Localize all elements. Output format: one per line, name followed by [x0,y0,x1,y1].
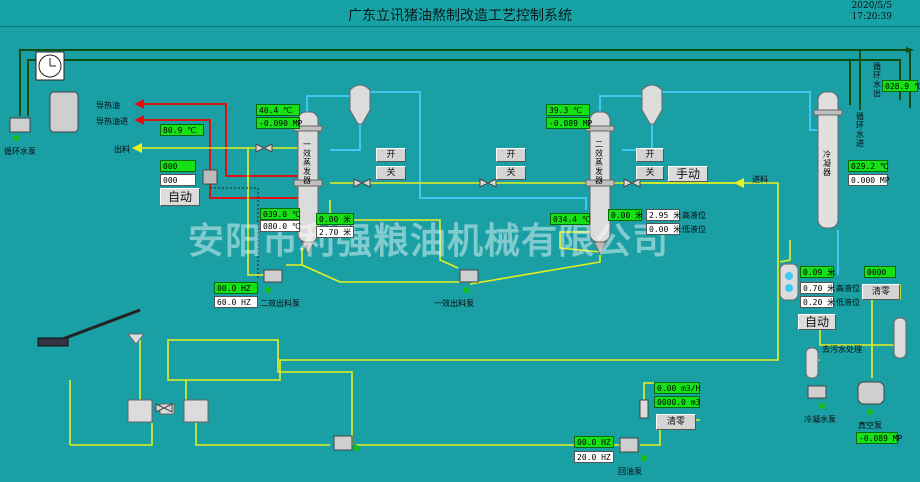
cw-out-label: 循环水出 [873,62,881,98]
rx-level-display: 0.09 米 [800,266,835,278]
cw-out-temp-display: 028.9 ℃ [882,80,920,92]
counter-display: 0000 [864,266,896,278]
hot-oil-in-label: 导热油进 [96,117,128,126]
counter-reset-button[interactable]: 清零 [862,284,900,300]
evap1-top-press-display: -0.090 MP [256,117,302,129]
evaporator-1 [293,111,323,256]
flow-rate-display: 0.00 m3/H [654,382,700,394]
cond-press-display: 0.000 MP [848,174,890,186]
rx-low-label: 低液位 [836,298,860,307]
mid-close-button[interactable]: 关 [496,166,526,180]
evap2-top-temp-display: 39.3 ℃ [546,104,590,116]
discharge-label: 出料 [114,145,130,154]
cond-pump-label: 冷凝水泵 [804,415,836,424]
sewage-label: 去污水处理 [822,345,862,354]
evap2-top-press-display: -0.089 MP [546,117,592,129]
hot-oil-label: 导热油 [96,101,120,110]
manual-button[interactable]: 手动 [668,166,708,182]
evap1-label: 一效蒸发器 [303,140,311,185]
evap1-bot-temp-display: 039.0 ℃ [260,208,301,220]
cond-temp-display: 029.2 ℃ [848,160,889,172]
evap2-open-button[interactable]: 开 [636,148,664,162]
pump2-set-input[interactable]: 60.0 HZ [214,296,258,308]
pump-discharge2-label: 二效出料泵 [260,299,300,308]
evap2-high-level-input[interactable]: 2.95 米 [646,209,681,221]
time-text: 17:20:39 [851,12,892,22]
evap2-level-display: 0.00 米 [608,209,643,221]
evap1-top-temp-display: 40.4 ℃ [256,104,300,116]
circ-pump-label: 循环水泵 [4,147,36,156]
page-title: 广东立讯猪油熬制改造工艺控制系统 [348,8,572,24]
feed-label: 进料 [752,175,768,184]
evap2-low-level-label: 低液位 [682,225,706,234]
separators [349,84,663,125]
pump2-freq-display: 00.0 HZ [214,282,258,294]
valve-open-display: 000 [160,160,196,172]
cw-in-label: 循环水进 [856,112,864,148]
evap1-level-set-input[interactable]: 2.70 米 [316,226,354,238]
evaporator-2 [585,111,615,256]
pump-discharge1-label: 一效出料泵 [434,299,474,308]
datetime: 2020/5/5 17:20:39 [852,1,892,23]
vacuum-press-display: -0.089 MP [856,432,902,444]
rx-high-input[interactable]: 0.70 米 [800,282,835,294]
evap2-low-level-input[interactable]: 0.00 米 [646,223,681,235]
rx-high-label: 高液位 [836,284,860,293]
rx-auto-button[interactable]: 自动 [798,314,836,330]
evap1-close-button[interactable]: 关 [376,166,406,180]
rx-low-input[interactable]: 0.20 米 [800,296,835,308]
date-text: 2020/5/5 [851,1,892,11]
evap1-bot-set-input[interactable]: 080.0 ℃ [260,220,301,232]
evap2-high-level-label: 高液位 [682,211,706,220]
mid-open-button[interactable]: 开 [496,148,526,162]
vacuum-pump-label: 真空泵 [858,421,882,430]
evap1-open-button[interactable]: 开 [376,148,406,162]
flow-total-display: 0000.0 m3 [654,396,700,408]
reflux-set-input[interactable]: 20.0 HZ [574,451,614,463]
valve-auto-button[interactable]: 自动 [160,188,200,206]
reflux-pump-label: 回油泵 [618,467,642,476]
evap2-label: 二效蒸发器 [595,140,603,185]
evap1-level-display: 0.00 米 [316,213,354,225]
evap2-bot-temp-display: 034.4 ℃ [550,213,591,225]
title-bar: 广东立讯猪油熬制改造工艺控制系统 2020/5/5 17:20:39 [0,0,920,27]
reflux-freq-display: 00.0 HZ [574,436,614,448]
condenser-label: 冷凝器 [823,150,831,177]
hot-oil-temp-display: 80.9 ℃ [160,124,204,136]
flow-reset-button[interactable]: 清零 [656,414,696,430]
valve-set-input[interactable]: 000 [160,174,196,186]
evap2-close-button[interactable]: 关 [636,166,664,180]
